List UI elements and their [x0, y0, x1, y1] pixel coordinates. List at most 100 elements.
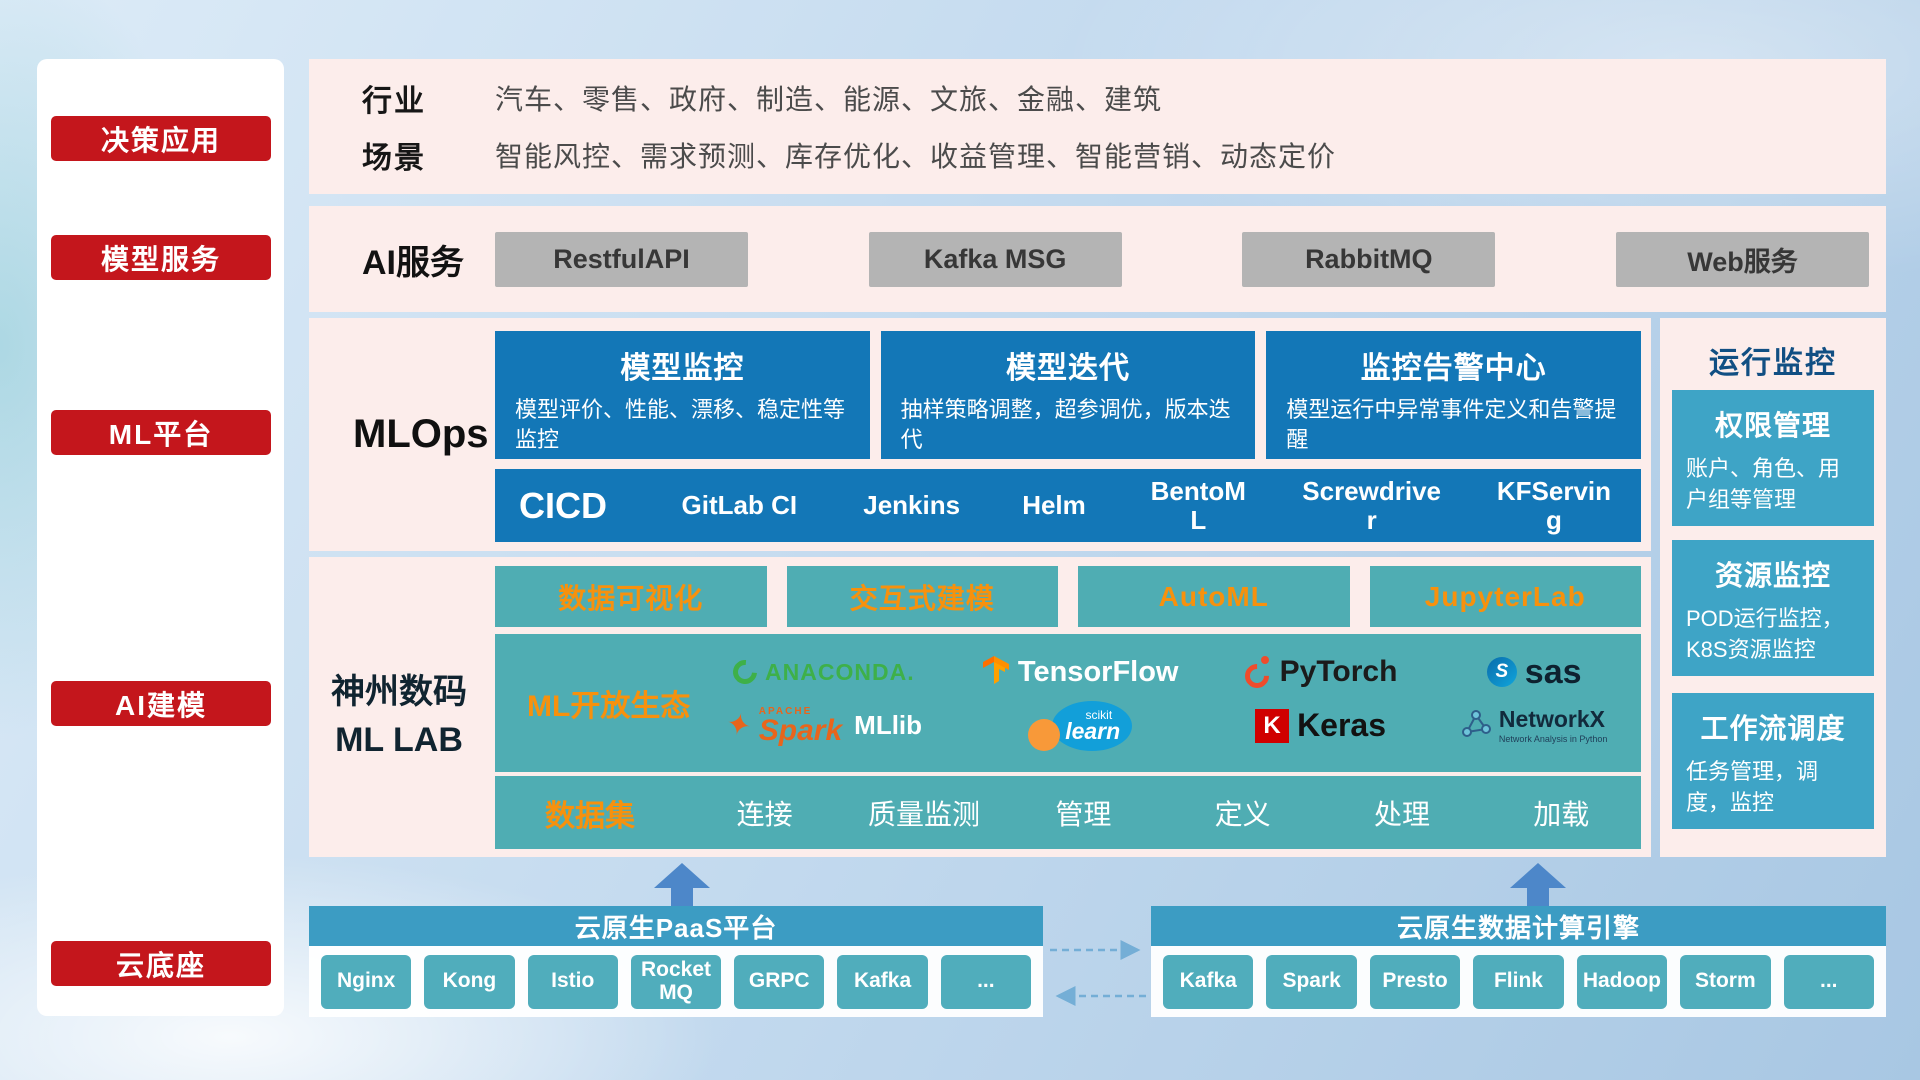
mlops-row: MLOps 模型监控 模型评价、性能、漂移、稳定性等监控 模型迭代 抽样策略调整… — [309, 318, 1651, 551]
card-desc: 账户、角色、用户组等管理 — [1686, 456, 1841, 512]
up-arrow-right — [1510, 863, 1566, 907]
paas-platform-title: 云原生PaaS平台 — [309, 906, 1043, 946]
networkx-subtitle: Network Analysis in Python — [1498, 733, 1608, 744]
learn-label: learn — [1065, 717, 1121, 744]
storm-chip[interactable]: Storm — [1680, 954, 1771, 1009]
sas-logo: S sas — [1427, 653, 1641, 692]
card-desc: 模型评价、性能、漂移、稳定性等监控 — [515, 397, 846, 452]
kafka-msg-button[interactable]: Kafka MSG — [868, 231, 1122, 287]
dataset-item-quality: 质量监测 — [867, 798, 980, 830]
anaconda-icon — [728, 655, 762, 689]
industry-label: 行业 — [362, 84, 426, 118]
jupyterlab-button[interactable]: JupyterLab — [1369, 566, 1641, 627]
networkx-icon — [1461, 708, 1491, 743]
left-sidebar: 决策应用 模型服务 ML平台 AI建模 云底座 — [37, 59, 284, 1016]
model-monitoring-card: 模型监控 模型评价、性能、漂移、稳定性等监控 — [495, 331, 870, 459]
ml-lab-label-line2: ML LAB — [335, 720, 463, 759]
ml-ecosystem-label: ML开放生态 — [527, 690, 691, 723]
data-visualization-button[interactable]: 数据可视化 — [495, 566, 767, 627]
anaconda-logo: ANACONDA. — [701, 655, 947, 689]
grpc-chip[interactable]: GRPC — [734, 954, 825, 1009]
rabbitmq-button[interactable]: RabbitMQ — [1242, 231, 1496, 287]
nginx-chip[interactable]: Nginx — [321, 954, 412, 1009]
spark-chip[interactable]: Spark — [1266, 954, 1357, 1009]
industry-values: 汽车、零售、政府、制造、能源、文旅、金融、建筑 — [495, 83, 1163, 115]
rocketmq-chip[interactable]: RocketMQ — [630, 954, 722, 1009]
sidebar-item-ml-platform[interactable]: ML平台 — [51, 410, 271, 455]
pytorch-logo: PyTorch — [1214, 655, 1428, 693]
card-title: 模型监控 — [620, 352, 745, 385]
bentoml-label: BentoML — [1150, 475, 1246, 535]
spark-mllib-logo: ✦ APACHE Spark MLlib — [701, 706, 947, 746]
dataset-item-process: 处理 — [1373, 798, 1430, 830]
mllib-wordmark: MLlib — [854, 710, 923, 740]
up-arrow-left — [654, 863, 710, 907]
spark-icon: ✦ — [722, 706, 754, 745]
model-iteration-card: 模型迭代 抽样策略调整，超参调优，版本迭代 — [880, 331, 1256, 459]
resource-monitor-card: 资源监控 POD运行监控，K8S资源监控 — [1672, 540, 1874, 676]
paas-platform-chips: Nginx Kong Istio RocketMQ GRPC Kafka ... — [309, 946, 1043, 1017]
ai-service-label: AI服务 — [362, 243, 464, 282]
gitlab-ci-label: GitLab CI — [681, 490, 798, 521]
card-desc: 模型运行中异常事件定义和告警提醒 — [1286, 397, 1617, 452]
dataset-bar: 数据集 连接 质量监测 管理 定义 处理 加载 — [495, 776, 1641, 849]
alert-center-card: 监控告警中心 模型运行中异常事件定义和告警提醒 — [1266, 331, 1642, 459]
runtime-monitor-title: 运行监控 — [1709, 347, 1837, 380]
hadoop-chip[interactable]: Hadoop — [1576, 954, 1668, 1009]
scene-label: 场景 — [362, 142, 426, 176]
automl-button[interactable]: AutoML — [1078, 566, 1350, 627]
sidebar-item-decision-app[interactable]: 决策应用 — [51, 116, 271, 161]
jenkins-label: Jenkins — [863, 490, 961, 521]
pytorch-icon — [1239, 656, 1274, 693]
industry-line: 行业 汽车、零售、政府、制造、能源、文旅、金融、建筑 — [362, 76, 1886, 120]
ml-open-ecosystem-box: ML开放生态 ANACONDA. TensorFlow — [495, 634, 1641, 772]
networkx-label: NetworkX — [1498, 705, 1605, 732]
mlops-label: MLOps — [353, 412, 489, 456]
sidebar-item-cloud-base[interactable]: 云底座 — [51, 941, 271, 986]
keras-logo: K Keras — [1214, 707, 1428, 744]
sidebar-item-ai-modeling[interactable]: AI建模 — [51, 681, 271, 726]
kong-chip[interactable]: Kong — [424, 954, 515, 1009]
mlops-cards: 模型监控 模型评价、性能、漂移、稳定性等监控 模型迭代 抽样策略调整，超参调优，… — [495, 331, 1642, 459]
more2-chip[interactable]: ... — [1783, 954, 1874, 1009]
tensorflow-logo: TensorFlow — [947, 655, 1214, 690]
card-desc: 抽样策略调整，超参调优，版本迭代 — [900, 397, 1231, 452]
card-title: 权限管理 — [1714, 410, 1831, 441]
permission-management-card: 权限管理 账户、角色、用户组等管理 — [1672, 390, 1874, 526]
card-title: 模型迭代 — [1006, 352, 1130, 385]
interactive-modeling-button[interactable]: 交互式建模 — [786, 566, 1058, 627]
dataset-item-load: 加载 — [1533, 798, 1590, 830]
ecosystem-logo-grid: ANACONDA. TensorFlow — [701, 653, 1641, 754]
scikit-learn-icon: scikit learn — [1028, 698, 1133, 754]
ml-lab-top-buttons: 数据可视化 交互式建模 AutoML JupyterLab — [495, 566, 1641, 627]
istio-chip[interactable]: Istio — [527, 954, 618, 1009]
tensorflow-icon — [982, 655, 1010, 690]
web-service-button[interactable]: Web服务 — [1615, 231, 1869, 287]
scikit-label: scikit — [1085, 707, 1113, 722]
networkx-wordmark: NetworkX Network Analysis in Python — [1498, 705, 1608, 744]
sas-icon: S — [1486, 657, 1517, 687]
ai-service-buttons: RestfulAPI Kafka MSG RabbitMQ Web服务 — [495, 231, 1869, 287]
screwdriver-label: Screwdriver — [1302, 475, 1442, 535]
keras-icon: K — [1255, 708, 1290, 743]
tensorflow-wordmark: TensorFlow — [1017, 655, 1179, 688]
scene-line: 场景 智能风控、需求预测、库存优化、收益管理、智能营销、动态定价 — [362, 133, 1886, 177]
ai-service-row: AI服务 RestfulAPI Kafka MSG RabbitMQ Web服务 — [309, 206, 1886, 312]
anaconda-wordmark: ANACONDA. — [765, 658, 915, 685]
flink-chip[interactable]: Flink — [1473, 954, 1564, 1009]
kfserving-label: KFServing — [1496, 475, 1612, 535]
data-exchange-arrows — [1050, 940, 1146, 1006]
more-chip[interactable]: ... — [940, 954, 1031, 1009]
card-title: 资源监控 — [1714, 560, 1831, 591]
kafka-chip[interactable]: Kafka — [837, 954, 928, 1009]
presto-chip[interactable]: Presto — [1369, 954, 1461, 1009]
kafka2-chip[interactable]: Kafka — [1163, 954, 1254, 1009]
helm-label: Helm — [1022, 490, 1086, 521]
sidebar-item-model-service[interactable]: 模型服务 — [51, 235, 271, 280]
restfulapi-button[interactable]: RestfulAPI — [495, 231, 748, 287]
ml-lab-label-line1: 神州数码 — [331, 673, 467, 711]
networkx-logo: NetworkX Network Analysis in Python — [1427, 705, 1641, 744]
dataset-item-manage: 管理 — [1055, 798, 1112, 830]
paas-platform-group: 云原生PaaS平台 Nginx Kong Istio RocketMQ GRPC… — [309, 906, 1043, 1017]
